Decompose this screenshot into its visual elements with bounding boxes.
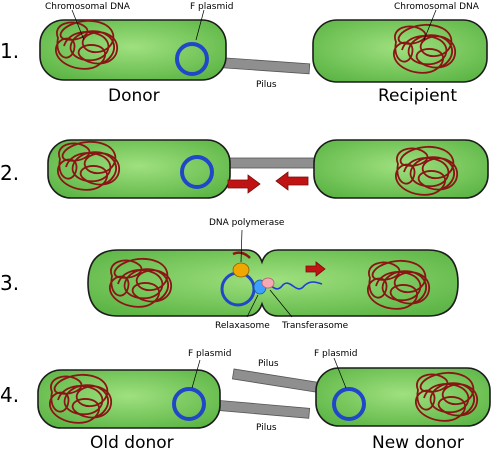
step-number: 1. <box>0 39 19 63</box>
transferasome-label: Transferasome <box>281 321 349 331</box>
dna-polymerase <box>232 262 250 278</box>
label-leader <box>195 9 205 41</box>
f-plasmid-label: F plasmid <box>314 349 357 359</box>
arrow-right <box>227 174 261 194</box>
label-leader <box>71 9 85 41</box>
recipient-cell <box>313 139 489 199</box>
relaxasome-label: Relaxasome <box>215 321 270 331</box>
f-plasmid <box>172 387 206 421</box>
chromosomal-dna-label: Chromosomal DNA <box>45 2 131 12</box>
new-donor-label: New donor <box>372 433 464 453</box>
label-leader <box>246 294 259 318</box>
pilus <box>221 157 319 169</box>
chromosomal-dna-label: Chromosomal DNA <box>394 2 480 12</box>
label-leader <box>423 9 437 41</box>
f-plasmid <box>332 387 366 421</box>
replication-arc <box>232 251 251 259</box>
step-number: 4. <box>0 383 19 407</box>
step-2: 2. <box>0 139 489 199</box>
donor-cell <box>47 139 231 199</box>
f-plasmid <box>175 42 209 76</box>
step-4: 4. F plasmid F plasmid Pilus Pilus Old d… <box>0 349 491 453</box>
pilus-label: Pilus <box>256 80 277 90</box>
f-plasmid-label: F plasmid <box>190 2 233 12</box>
step-number: 2. <box>0 161 19 185</box>
pilus-label: Pilus <box>258 359 279 369</box>
label-leader <box>191 359 201 389</box>
f-plasmid-label: F plasmid <box>188 349 231 359</box>
step-3: 3. DNA polymerase Relaxasome Transferaso… <box>0 218 459 331</box>
dna-polymerase-label: DNA polymerase <box>209 218 285 228</box>
arrow-left <box>275 171 309 191</box>
label-leader <box>333 357 347 389</box>
f-plasmid <box>180 155 214 189</box>
transferasome <box>261 277 275 289</box>
pilus-label: Pilus <box>256 423 277 433</box>
old-donor-label: Old donor <box>90 433 174 453</box>
step-number: 3. <box>0 271 19 295</box>
recipient-label: Recipient <box>378 86 457 106</box>
pilus <box>212 399 311 419</box>
step-1: 1. Chromosomal DNA F plasmid Chromosomal… <box>0 2 488 106</box>
donor-label: Donor <box>108 86 160 106</box>
transfer-arrow <box>305 261 326 277</box>
label-leader <box>240 229 243 263</box>
label-leader <box>269 289 293 318</box>
